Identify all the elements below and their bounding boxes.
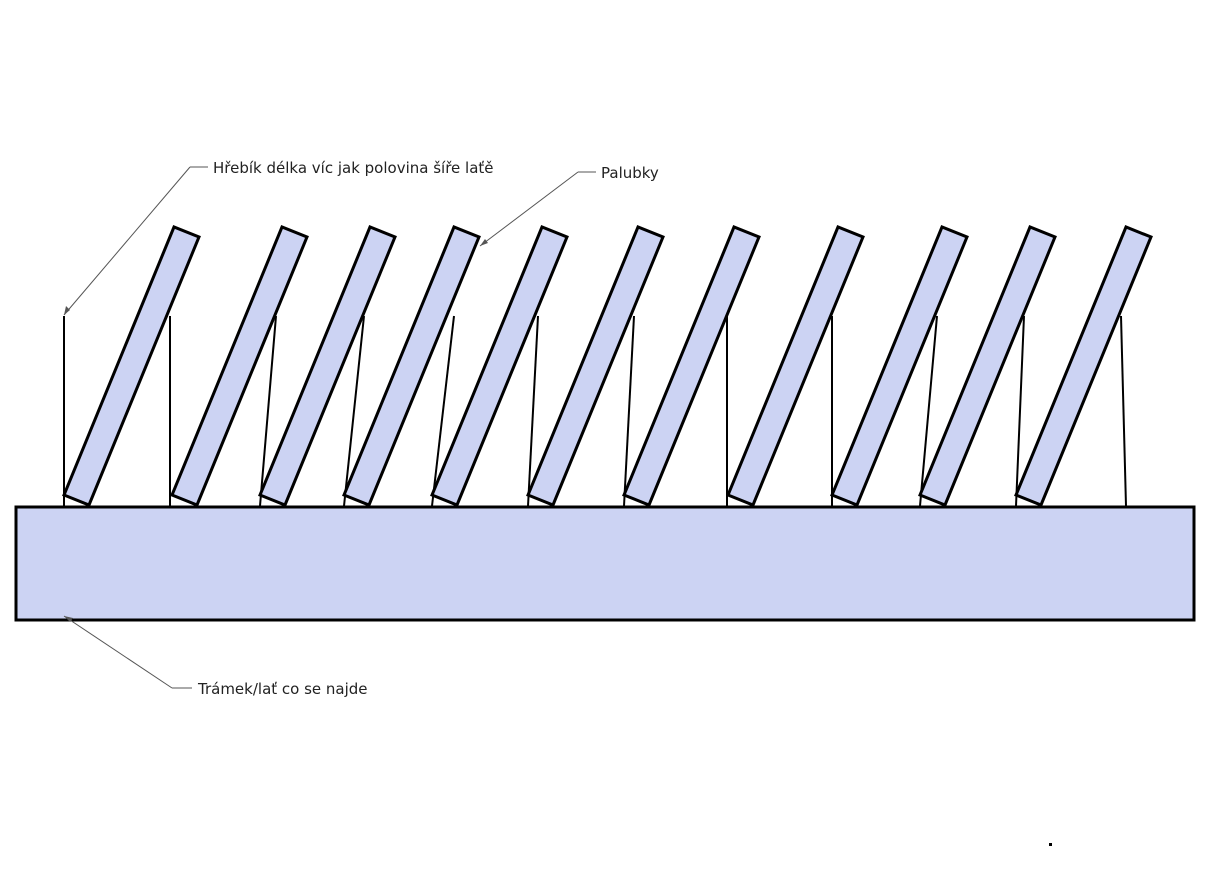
deck-board (726, 225, 865, 507)
nail (623, 315, 635, 507)
deck-board (1014, 225, 1153, 507)
stray-dot (1049, 843, 1052, 846)
nail (343, 315, 365, 507)
boards-leader (479, 171, 596, 247)
deck-board (62, 225, 201, 507)
nail (1015, 315, 1025, 507)
nail (259, 315, 277, 507)
beam-annotation: Trámek/lať co se najde (197, 680, 368, 698)
deck-board (526, 225, 665, 507)
boards-annotation: Palubky (601, 164, 659, 182)
boards-group (62, 225, 1153, 507)
deck-board (430, 225, 569, 507)
nail (919, 315, 938, 507)
deck-board (918, 225, 1057, 507)
beam-leader (63, 615, 192, 689)
nail-leader (63, 166, 208, 316)
deck-board (830, 225, 969, 507)
nail (1120, 315, 1127, 507)
nail (431, 315, 455, 507)
beam (14, 505, 1196, 622)
deck-board (622, 225, 761, 507)
deck-board (342, 225, 481, 507)
deck-board (170, 225, 309, 507)
deck-board (258, 225, 397, 507)
nail-annotation: Hřebík délka víc jak polovina šíře laťě (213, 159, 494, 177)
nail (527, 315, 539, 507)
